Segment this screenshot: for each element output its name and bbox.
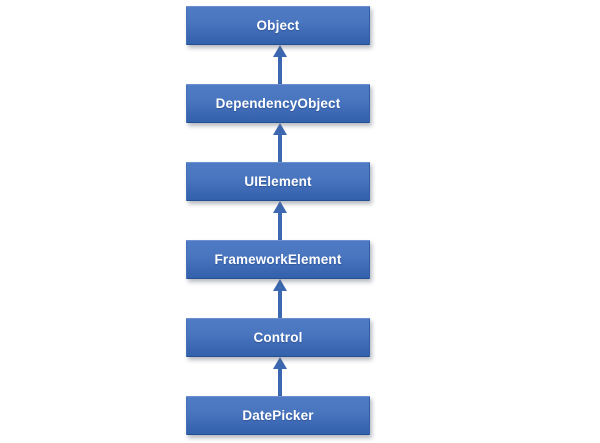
class-node-frameworkelement[interactable]: FrameworkElement <box>186 240 370 279</box>
class-node-control[interactable]: Control <box>186 318 370 357</box>
inheritance-arrow-frameworkelement-to-uielement <box>268 201 292 241</box>
class-node-datepicker[interactable]: DatePicker <box>186 396 370 435</box>
class-node-label: Control <box>253 329 303 345</box>
class-node-label: FrameworkElement <box>214 251 342 267</box>
inheritance-arrow-control-to-frameworkelement <box>268 279 292 319</box>
class-node-label: Object <box>256 17 300 33</box>
class-node-label: UIElement <box>244 173 312 189</box>
inheritance-arrow-dependencyobject-to-object <box>268 45 292 85</box>
inheritance-arrow-uielement-to-dependencyobject <box>268 123 292 163</box>
class-node-label: DatePicker <box>242 407 314 423</box>
class-node-uielement[interactable]: UIElement <box>186 162 370 201</box>
class-node-label: DependencyObject <box>215 95 341 111</box>
class-node-object[interactable]: Object <box>186 6 370 45</box>
inheritance-arrow-datepicker-to-control <box>268 357 292 397</box>
class-node-dependencyobject[interactable]: DependencyObject <box>186 84 370 123</box>
